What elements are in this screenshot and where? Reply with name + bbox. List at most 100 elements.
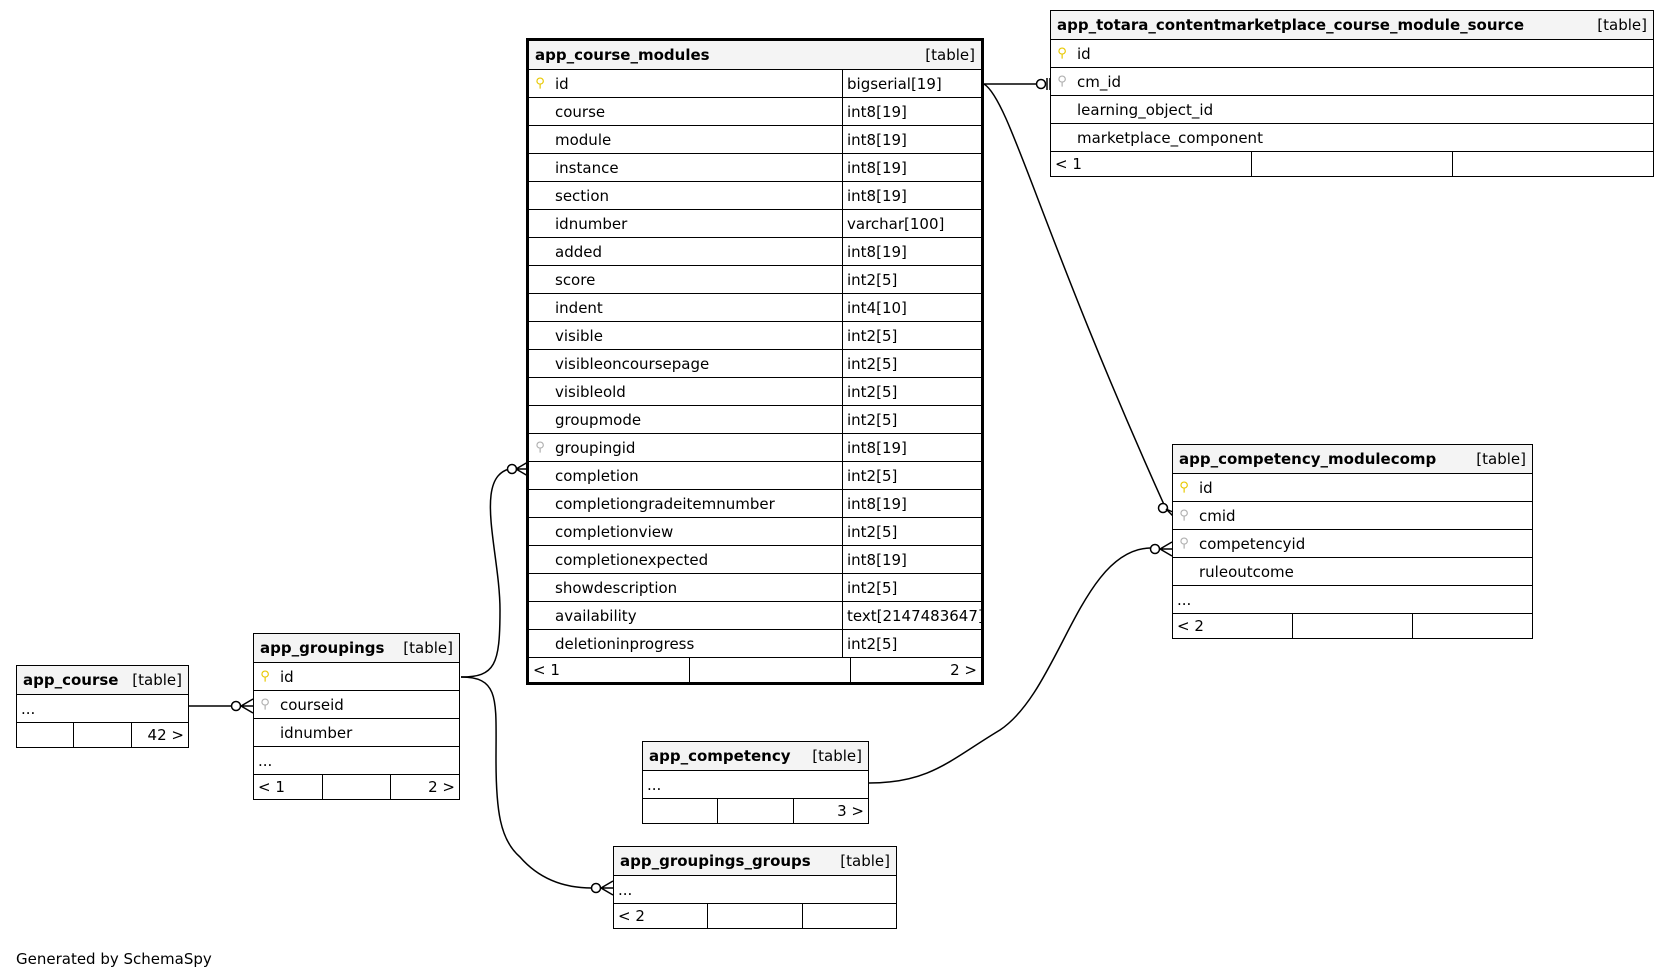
link-groupings-groupings-groups: [460, 676, 593, 889]
table-app-groupings-groups[interactable]: app_groupings_groups[table]...< 2: [613, 846, 897, 929]
column-type: int8[19]: [842, 434, 981, 461]
parent-count: [17, 723, 73, 747]
column-name: completiongradeitemnumber: [555, 494, 775, 513]
column-type: int8[19]: [842, 490, 981, 517]
foreign-key-icon: ⚲: [1179, 536, 1189, 551]
column-row[interactable]: learning_object_id: [1051, 96, 1653, 124]
column-name: visibleoncoursepage: [555, 354, 710, 373]
column-name: completionview: [555, 522, 674, 541]
column-name: idnumber: [280, 723, 353, 742]
ellipsis: ...: [258, 751, 273, 770]
foreign-key-icon: ⚲: [260, 697, 270, 712]
table-name: app_groupings_groups: [620, 852, 811, 870]
column-row[interactable]: ⚲id: [1173, 474, 1532, 502]
column-type: int2[5]: [842, 266, 981, 293]
column-type: int2[5]: [842, 350, 981, 377]
column-row[interactable]: ⚲ id: [1051, 40, 1653, 68]
primary-key-icon: ⚲: [535, 76, 545, 91]
table-name: app_competency_modulecomp: [1179, 450, 1437, 468]
column-row[interactable]: visibleold int2[5]: [529, 378, 981, 406]
column-row[interactable]: ⚲courseid: [254, 691, 459, 719]
column-name: learning_object_id: [1077, 100, 1214, 119]
column-name: section: [555, 186, 610, 205]
column-row[interactable]: ⚲id: [254, 663, 459, 691]
table-app-groupings[interactable]: app_groupings[table]⚲id⚲courseid idnumber…: [253, 633, 460, 800]
table-app-competency-modulecomp[interactable]: app_competency_modulecomp [table] ⚲id⚲cmid…: [1172, 444, 1533, 639]
column-name: groupingid: [555, 438, 636, 457]
ellipsis: ...: [1177, 590, 1192, 609]
column-name: ruleoutcome: [1199, 562, 1294, 581]
column-row[interactable]: idnumber: [254, 719, 459, 747]
more-columns-row: ...: [1173, 586, 1532, 614]
column-row[interactable]: ⚲ groupingid int8[19]: [529, 434, 981, 462]
column-name: instance: [555, 158, 619, 177]
column-row[interactable]: marketplace_component: [1051, 124, 1653, 152]
column-row[interactable]: module int8[19]: [529, 126, 981, 154]
column-type: int2[5]: [842, 406, 981, 433]
parent-count: < 2: [618, 907, 645, 925]
column-row[interactable]: ⚲cmid: [1173, 502, 1532, 530]
table-header: app_course_modules[table]: [529, 41, 981, 70]
table-kind-label: [table]: [840, 852, 890, 870]
column-name: module: [555, 130, 612, 149]
more-columns-row: ...: [17, 695, 188, 723]
foreign-key-icon: ⚲: [535, 440, 545, 455]
column-name: completionexpected: [555, 550, 709, 569]
column-name: course: [555, 102, 606, 121]
column-name: cm_id: [1077, 72, 1122, 91]
column-type: int2[5]: [842, 322, 981, 349]
table-header: app_groupings[table]: [254, 634, 459, 663]
table-app-totara-contentmarketplace-course-module-source[interactable]: app_totara_contentmarketplace_course_mod…: [1050, 10, 1654, 177]
column-row[interactable]: visibleoncoursepage int2[5]: [529, 350, 981, 378]
more-columns-row: ...: [643, 771, 868, 799]
column-type: int2[5]: [842, 378, 981, 405]
column-type: int8[19]: [842, 126, 981, 153]
table-header: app_competency_modulecomp [table]: [1173, 445, 1532, 474]
generated-by-label: Generated by SchemaSpy: [16, 950, 212, 968]
row-count: [1292, 614, 1412, 638]
table-header: app_course[table]: [17, 666, 188, 695]
column-row[interactable]: ⚲cm_id: [1051, 68, 1653, 96]
column-row[interactable]: completionexpected int8[19]: [529, 546, 981, 574]
primary-key-icon: ⚲: [1057, 46, 1067, 61]
column-name: marketplace_component: [1077, 128, 1263, 147]
column-row[interactable]: ruleoutcome: [1173, 558, 1532, 586]
table-footer: < 1: [1051, 152, 1653, 176]
column-type: int8[19]: [842, 546, 981, 573]
ellipsis: ...: [21, 699, 36, 718]
child-count: [801, 904, 896, 928]
column-row[interactable]: ⚲competencyid: [1173, 530, 1532, 558]
table-kind-label: [table]: [1476, 450, 1526, 468]
column-name: visibleold: [555, 382, 626, 401]
link-end-circle: [1035, 78, 1047, 90]
parent-count: < 2: [1177, 617, 1204, 635]
column-name: completion: [555, 466, 639, 485]
parent-count: < 1: [533, 661, 560, 679]
column-name: id: [1077, 44, 1091, 63]
row-count: [321, 775, 391, 799]
row-count: [689, 658, 850, 682]
table-header: app_competency[table]: [643, 742, 868, 771]
table-app-competency[interactable]: app_competency[table]...3 >: [642, 741, 869, 824]
column-row[interactable]: completiongradeitemnumber int8[19]: [529, 490, 981, 518]
row-count: [707, 904, 801, 928]
table-app-course[interactable]: app_course[table]...42 >: [16, 665, 189, 748]
